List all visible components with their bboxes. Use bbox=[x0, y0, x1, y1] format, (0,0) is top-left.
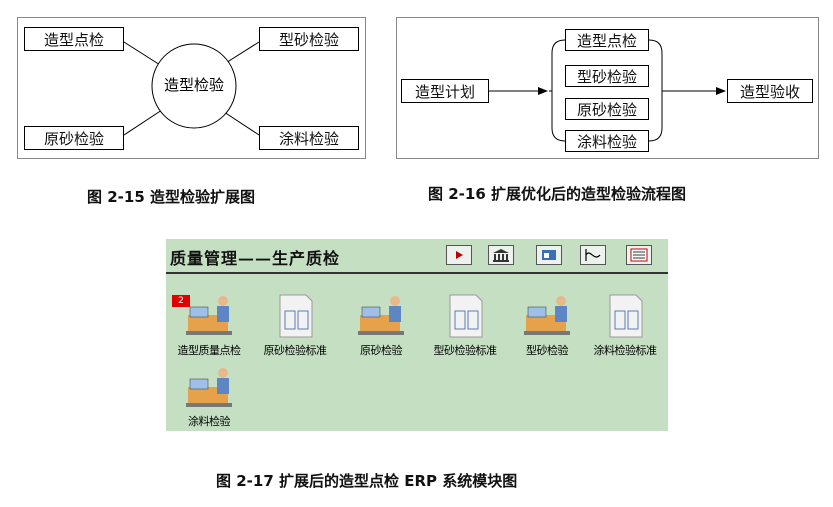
fig15-box-br: 涂料检验 bbox=[259, 126, 359, 150]
fig16-box-b4: 涂料检验 bbox=[565, 130, 649, 152]
fig15-connectors bbox=[123, 41, 260, 136]
window-button[interactable] bbox=[536, 245, 562, 265]
module-coating-standard[interactable]: 涂料检验标准 bbox=[582, 291, 668, 357]
module-molding-sand-standard[interactable]: 型砂检验标准 bbox=[422, 291, 508, 357]
erp-title-rule bbox=[166, 272, 668, 274]
fig16-box-b2: 型砂检验 bbox=[565, 65, 649, 87]
figure-2-15: 造型检验 造型点检 型砂检验 原砂检验 涂料检验 bbox=[17, 17, 366, 159]
module-raw-sand-standard[interactable]: 原砂检验标准 bbox=[252, 291, 338, 357]
fig16-connectors bbox=[489, 39, 726, 142]
window-icon bbox=[542, 250, 556, 260]
module-label: 型砂检验标准 bbox=[433, 344, 498, 357]
module-count-badge: 2 bbox=[172, 295, 190, 307]
module-label: 原砂检验标准 bbox=[263, 344, 328, 357]
module-molding-sand-inspection[interactable]: 型砂检验 bbox=[504, 291, 590, 357]
module-label: 涂料检验标准 bbox=[593, 344, 658, 357]
wave-icon bbox=[585, 249, 601, 261]
fig16-box-b1: 造型点检 bbox=[565, 29, 649, 51]
module-label: 造型质量点检 bbox=[177, 344, 242, 357]
module-label: 型砂检验 bbox=[526, 344, 569, 357]
worker-icon bbox=[358, 296, 404, 335]
play-icon bbox=[456, 251, 463, 259]
erp-title: 质量管理——生产质检 bbox=[170, 249, 341, 268]
fig15-center-circle bbox=[151, 43, 237, 129]
figure-2-16: 造型计划 造型点检 型砂检验 原砂检验 涂料检验 造型验收 bbox=[396, 17, 819, 159]
module-coating-inspection[interactable]: 涂料检验 bbox=[166, 363, 252, 428]
erp-panel: 质量管理——生产质检 2 造型质量点检 原砂检验标准 原砂检验 型砂检验标准 型… bbox=[166, 239, 668, 431]
document-icon bbox=[279, 294, 313, 338]
report-button[interactable] bbox=[626, 245, 652, 265]
report-icon bbox=[630, 248, 648, 262]
fig17-caption: 图 2-17 扩展后的造型点检 ERP 系统模块图 bbox=[216, 472, 518, 490]
document-icon bbox=[609, 294, 643, 338]
module-raw-sand-inspection[interactable]: 原砂检验 bbox=[338, 291, 424, 357]
fig15-box-tl: 造型点检 bbox=[24, 27, 124, 51]
document-icon bbox=[449, 294, 483, 338]
fig15-caption: 图 2-15 造型检验扩展图 bbox=[87, 188, 255, 206]
fig15-box-tr: 型砂检验 bbox=[259, 27, 359, 51]
module-label: 原砂检验 bbox=[360, 344, 403, 357]
wave-button[interactable] bbox=[580, 245, 606, 265]
play-button[interactable] bbox=[446, 245, 472, 265]
worker-icon bbox=[186, 296, 232, 335]
bank-button[interactable] bbox=[488, 245, 514, 265]
fig16-box-end: 造型验收 bbox=[727, 79, 813, 103]
worker-icon bbox=[524, 296, 570, 335]
fig15-center-label: 造型检验 bbox=[163, 76, 224, 94]
worker-icon bbox=[186, 368, 232, 407]
module-shape-inspection[interactable]: 2 造型质量点检 bbox=[166, 291, 252, 357]
fig15-box-bl: 原砂检验 bbox=[24, 126, 124, 150]
fig16-box-b3: 原砂检验 bbox=[565, 98, 649, 120]
fig16-box-start: 造型计划 bbox=[401, 79, 489, 103]
module-label: 涂料检验 bbox=[188, 415, 231, 428]
building-icon bbox=[493, 249, 509, 262]
fig16-caption: 图 2-16 扩展优化后的造型检验流程图 bbox=[428, 185, 686, 203]
